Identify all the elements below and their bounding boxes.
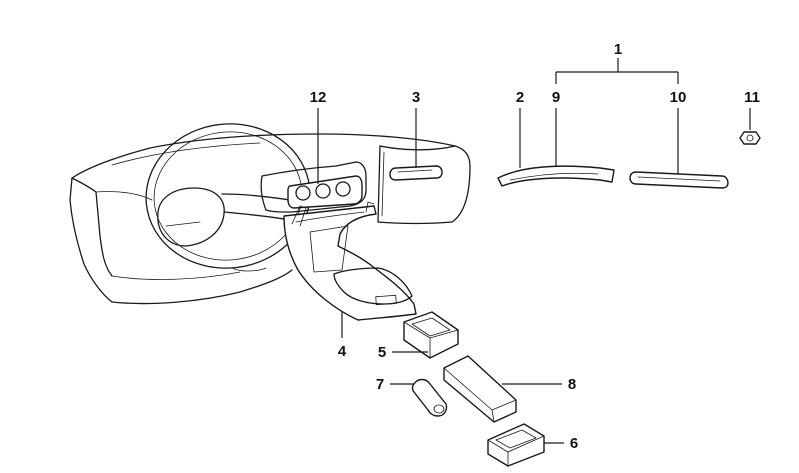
- part-12-gauge-bezel: [287, 175, 363, 209]
- part-6-box: [487, 423, 545, 467]
- part-3-trim-strip: [389, 165, 443, 181]
- part-11-clip: [739, 131, 761, 145]
- callout-2: 2: [516, 89, 524, 106]
- callout-labels: 1 2 3 4 5 6 7 8 9 10 11 12: [310, 41, 760, 452]
- part-4-center-console: [283, 201, 417, 321]
- part-10-trim-strip: [629, 171, 729, 189]
- callout-6: 6: [570, 435, 578, 452]
- callout-10: 10: [670, 89, 687, 106]
- callout-9: 9: [552, 89, 560, 106]
- callout-1: 1: [614, 41, 622, 58]
- part-7-handle: [411, 378, 448, 417]
- callout-3: 3: [412, 89, 420, 106]
- part-2-curved-trim: [497, 165, 615, 187]
- dashboard: [69, 133, 471, 305]
- part-8-armrest-pad: [443, 355, 517, 423]
- callout-7: 7: [376, 376, 384, 393]
- callout-11: 11: [744, 89, 760, 106]
- leader-lines: [317, 58, 751, 444]
- callout-5: 5: [378, 344, 386, 361]
- part-5-tray: [403, 311, 459, 359]
- callout-4: 4: [338, 343, 347, 360]
- callout-12: 12: [310, 89, 327, 106]
- callout-8: 8: [568, 376, 576, 393]
